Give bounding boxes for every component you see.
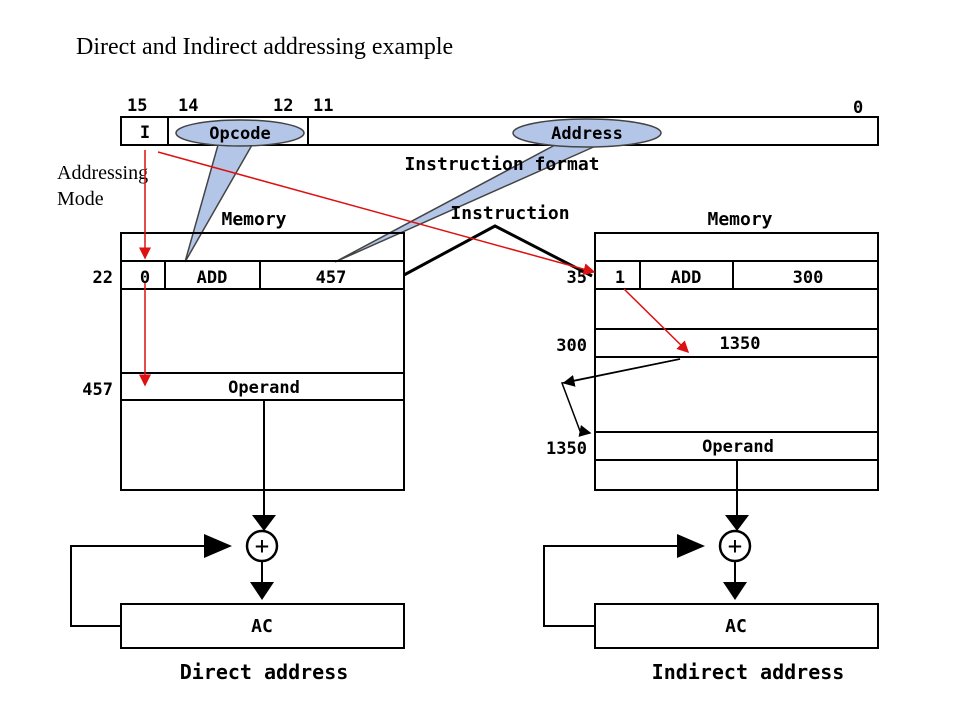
addressing-mode-label-line2: Mode [57, 188, 104, 210]
instruction-label: Instruction [450, 203, 569, 224]
mode-bit-arrows [139, 150, 690, 387]
indirect-pointer-value: 1350 [720, 334, 761, 354]
indirect-pointer-addr: 300 [556, 336, 587, 356]
direct-ac-arrowhead [250, 582, 274, 600]
indirect-adder-symbol: + [728, 532, 742, 560]
instruction-connector [403, 224, 593, 278]
instruction-format: 15 14 12 11 0 I Opcode Address Instructi… [120, 96, 879, 263]
bit-label-11: 11 [313, 96, 333, 116]
direct-caption: Direct address [180, 660, 349, 684]
direct-instr-addr: 22 [93, 268, 113, 288]
direct-instr-op: ADD [197, 268, 228, 288]
bit-label-0: 0 [853, 98, 863, 118]
indirect-feedback-arrowhead [677, 534, 705, 558]
field-opcode: Opcode [209, 124, 270, 144]
direct-memory-block [120, 232, 405, 491]
addressing-mode-label: Addressing Mode [57, 160, 148, 212]
indirect-address-panel: Memory 35 1 ADD 300 300 1350 1350 Operan… [543, 209, 879, 684]
field-i: I [140, 123, 150, 143]
indirect-pointer-path [560, 358, 681, 437]
indirect-instr-address: 300 [793, 268, 824, 288]
direct-adder-input-arrowhead [252, 515, 276, 531]
indirect-pointer-branch [562, 358, 681, 387]
indirect-operand-label: Operand [702, 437, 774, 457]
bit-label-15: 15 [127, 96, 147, 116]
indirect-feedback-loop [543, 545, 677, 627]
opcode-callout [175, 119, 305, 147]
direct-feedback-loop [70, 545, 204, 627]
mode-arrow-to-indirect [157, 151, 596, 275]
indirect-instr-addr: 35 [567, 268, 587, 288]
indirect-caption: Indirect address [652, 660, 845, 684]
indirect-adder-input-arrowhead [725, 515, 749, 531]
direct-instr-mode: 0 [140, 268, 150, 288]
address-callout [512, 118, 662, 148]
direct-memory-title: Memory [221, 209, 286, 230]
direct-instr-address: 457 [316, 268, 347, 288]
bit-label-12: 12 [273, 96, 293, 116]
indirect-memory-title: Memory [707, 209, 772, 230]
bit-label-14: 14 [178, 96, 198, 116]
diagram-title: Direct and Indirect addressing example [76, 34, 454, 60]
indirect-ac-arrowhead [723, 582, 747, 600]
field-address: Address [551, 124, 623, 144]
direct-ac-label: AC [251, 616, 273, 637]
indirect-instr-op: ADD [671, 268, 702, 288]
direct-adder-symbol: + [255, 532, 269, 560]
instruction-format-box [120, 116, 879, 146]
indirect-operand-addr: 1350 [546, 439, 587, 459]
direct-feedback-arrowhead [204, 534, 232, 558]
indirect-instr-mode: 1 [615, 268, 625, 288]
addressing-mode-label-line1: Addressing [57, 162, 149, 184]
indirect-ac-label: AC [725, 616, 747, 637]
instruction-format-caption: Instruction format [404, 154, 599, 175]
direct-address-panel: Memory 22 0 ADD 457 457 Operand + AC Dir… [70, 209, 405, 684]
indirect-address-arrow [623, 288, 690, 354]
direct-operand-label: Operand [228, 378, 300, 398]
direct-operand-addr: 457 [82, 380, 113, 400]
